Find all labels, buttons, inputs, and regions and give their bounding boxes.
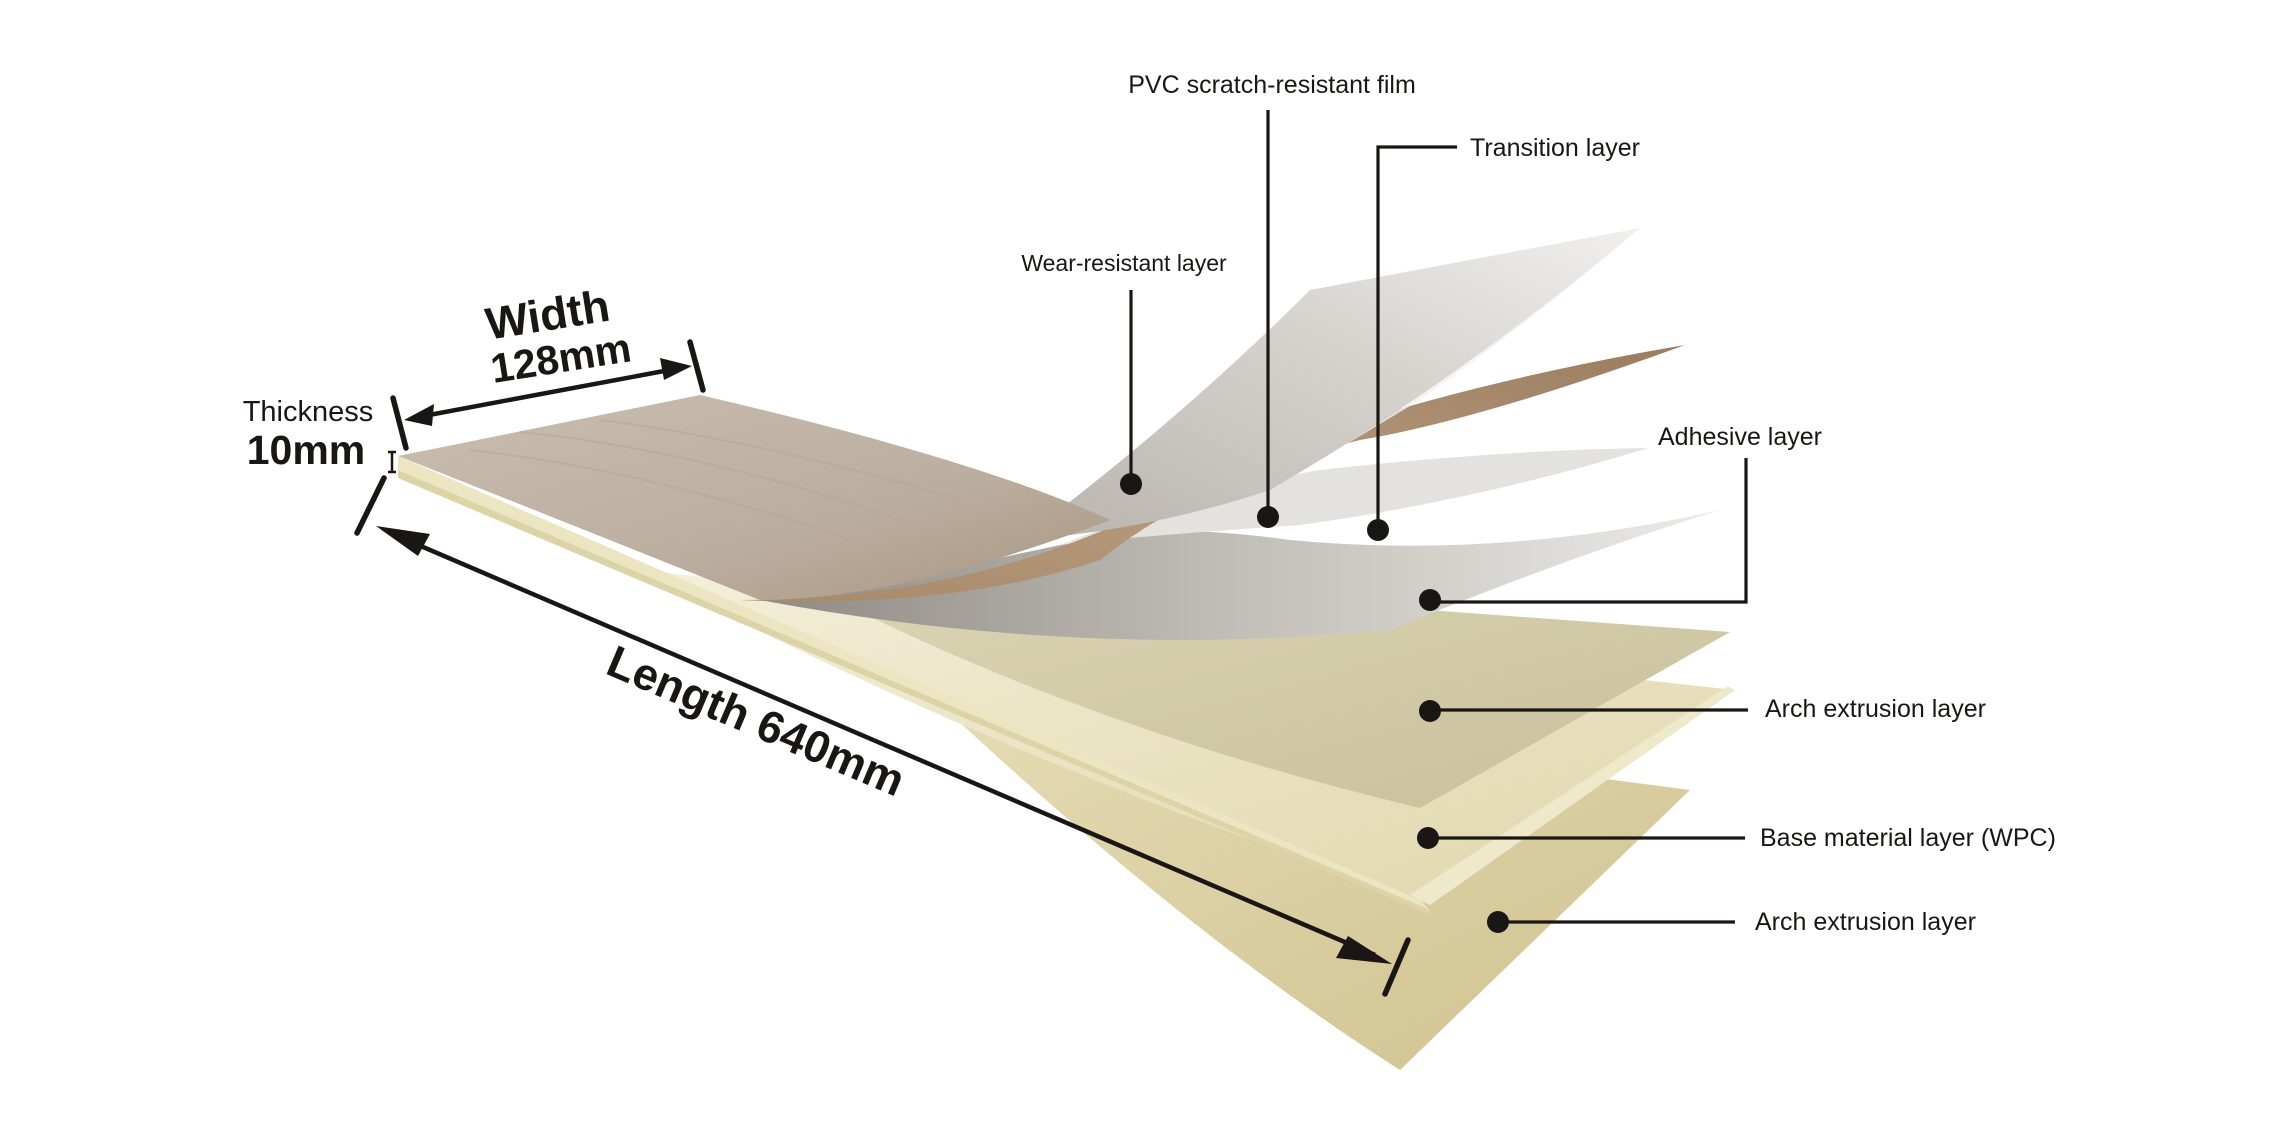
plank-edge-lower bbox=[398, 470, 1432, 916]
callout-arch-top-dot bbox=[1419, 700, 1441, 722]
thickness-value: 10mm bbox=[247, 427, 366, 473]
width-arrow-left bbox=[404, 404, 434, 426]
callout-transition-dot bbox=[1367, 519, 1389, 541]
layer-sheet-adhesive-upper bbox=[1060, 448, 1648, 545]
layer-sheet-transition bbox=[740, 345, 1685, 602]
plank-grain bbox=[469, 419, 961, 541]
callout-base-label: Base material layer (WPC) bbox=[1760, 824, 2056, 852]
thickness-label: Thickness bbox=[243, 396, 374, 428]
callout-adhesive-label: Adhesive layer bbox=[1658, 423, 1822, 451]
callout-adhesive: Adhesive layer bbox=[1419, 423, 1822, 611]
callout-base-dot bbox=[1417, 827, 1439, 849]
callout-base: Base material layer (WPC) bbox=[1417, 824, 2056, 852]
callout-arch-top-label: Arch extrusion layer bbox=[1765, 695, 1986, 723]
layer-sheet-adhesive bbox=[760, 510, 1720, 640]
layer-sheet-film bbox=[1020, 228, 1640, 540]
width-arrow-right bbox=[660, 358, 692, 380]
callout-adhesive-leader bbox=[1430, 458, 1748, 604]
width-tick-right bbox=[687, 339, 706, 393]
length-arrow-top bbox=[376, 526, 430, 556]
layer-art bbox=[398, 228, 1735, 1070]
callout-transition: Transition layer bbox=[1367, 134, 1640, 541]
callout-arch-top: Arch extrusion layer bbox=[1419, 695, 1986, 723]
callout-adhesive-dot bbox=[1419, 589, 1441, 611]
callout-pvc-film-label: PVC scratch-resistant film bbox=[1128, 71, 1416, 99]
width-dimension-line bbox=[412, 365, 681, 421]
callout-transition-leader bbox=[1376, 145, 1457, 528]
callout-pvc-film-dot bbox=[1257, 506, 1279, 528]
layer-callouts: PVC scratch-resistant film Transition la… bbox=[1021, 71, 2056, 936]
length-dimension-line bbox=[394, 532, 1376, 958]
callout-transition-label: Transition layer bbox=[1470, 134, 1640, 162]
length-tick-bottom bbox=[1382, 937, 1411, 997]
layer-sheet-base-edge bbox=[1410, 686, 1735, 905]
length-tick-top bbox=[354, 475, 387, 536]
callout-wear-label: Wear-resistant layer bbox=[1021, 250, 1227, 276]
thickness-bracket bbox=[388, 450, 396, 474]
callout-wear-dot bbox=[1120, 473, 1142, 495]
callout-pvc-film: PVC scratch-resistant film bbox=[1128, 71, 1416, 528]
plank-top-surface bbox=[398, 395, 1110, 600]
length-arrow-bottom bbox=[1336, 936, 1392, 964]
plank-edge bbox=[398, 456, 1430, 910]
width-tick-left bbox=[390, 395, 409, 451]
callout-wear: Wear-resistant layer bbox=[1021, 250, 1227, 495]
callout-arch-bottom-dot bbox=[1487, 911, 1509, 933]
callout-arch-bottom: Arch extrusion layer bbox=[1487, 908, 1976, 936]
callout-arch-bottom-label: Arch extrusion layer bbox=[1755, 908, 1976, 936]
